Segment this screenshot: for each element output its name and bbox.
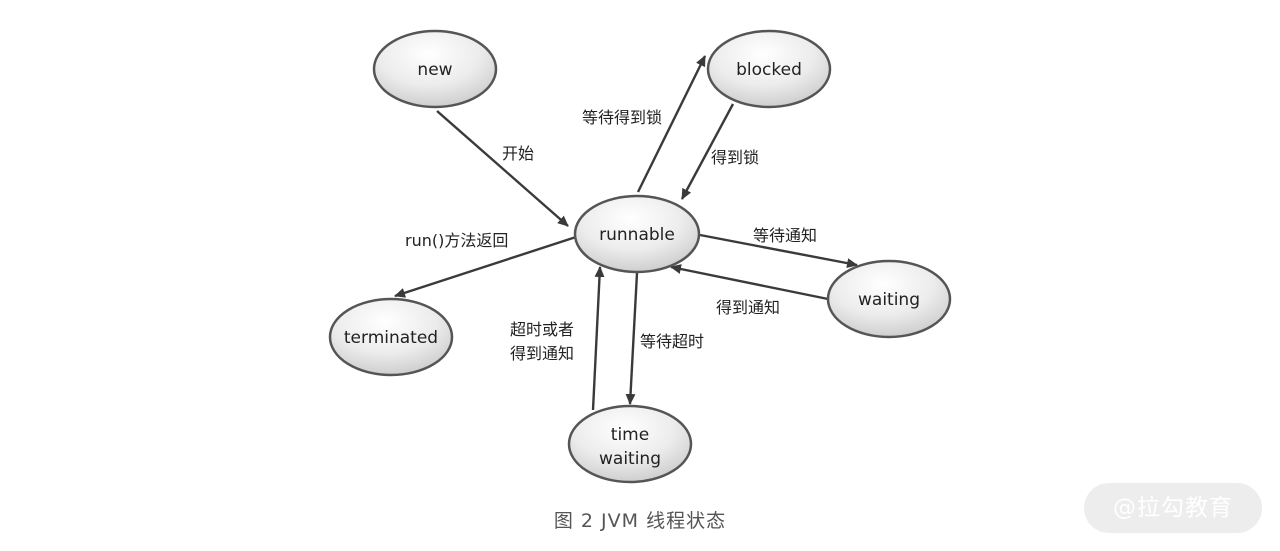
edge-label-wait-notify: 等待通知	[753, 226, 817, 245]
node-time-waiting-label-line2: waiting	[599, 449, 661, 469]
edge-label-wait-for-lock: 等待得到锁	[582, 108, 662, 127]
edge-runnable-to-timewaiting	[625, 272, 639, 405]
node-terminated: terminated	[328, 297, 454, 377]
node-runnable: runnable	[573, 194, 701, 274]
node-waiting: waiting	[826, 259, 952, 339]
node-time-waiting: time waiting	[567, 404, 693, 484]
edge-label-timeout-or-line1: 超时或者	[510, 320, 574, 339]
edge-label-got-notify: 得到通知	[716, 298, 780, 317]
node-time-waiting-label-line1: time	[611, 425, 649, 445]
node-blocked: blocked	[706, 29, 832, 109]
edge-runnable-to-blocked	[636, 55, 707, 193]
node-terminated-label: terminated	[344, 328, 438, 348]
node-new-label: new	[417, 60, 452, 80]
edge-runnable-to-terminated	[394, 235, 577, 298]
edge-label-run-return: run()方法返回	[405, 231, 508, 250]
figure-caption: 图 2 JVM 线程状态	[553, 510, 727, 532]
edge-runnable-to-waiting	[699, 233, 858, 269]
edge-blocked-to-runnable	[680, 103, 735, 200]
edge-label-start: 开始	[502, 144, 534, 163]
edge-new-to-runnable	[436, 110, 569, 227]
edge-timewaiting-to-runnable	[591, 266, 605, 411]
node-waiting-label: waiting	[858, 290, 920, 310]
watermark-logo: @拉勾教育	[1084, 483, 1262, 533]
edge-waiting-to-runnable	[670, 264, 829, 301]
edge-label-wait-timeout: 等待超时	[640, 332, 704, 351]
node-runnable-label: runnable	[599, 225, 675, 245]
edge-label-got-lock: 得到锁	[711, 148, 759, 167]
node-new: new	[372, 29, 498, 109]
node-blocked-label: blocked	[736, 60, 802, 80]
edge-label-timeout-or-line2: 得到通知	[510, 344, 574, 363]
